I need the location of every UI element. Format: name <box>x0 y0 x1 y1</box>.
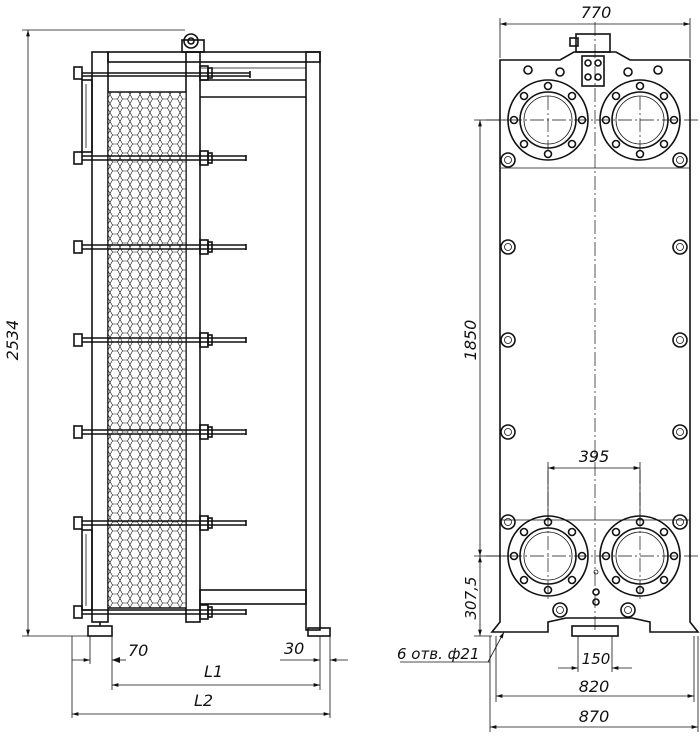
lifting-bracket <box>575 33 611 53</box>
dim-307-5: 307,5 <box>462 556 492 637</box>
front-plate <box>91 51 109 623</box>
holes-note: 6 отв. ф21 <box>397 631 505 663</box>
dim-height-2534: 2534 <box>3 29 185 637</box>
top-guide-bar <box>107 51 321 63</box>
rear-foot <box>307 627 331 637</box>
dim-label-820: 820 <box>579 677 610 696</box>
dim-870: 870 <box>489 636 699 732</box>
dim-label-770: 770 <box>581 3 612 22</box>
upper-nozzle-flange <box>81 79 93 153</box>
holes-note-label: 6 отв. ф21 <box>397 645 480 663</box>
flange-bottom-right <box>599 515 681 597</box>
dim-l2: L2 <box>71 636 331 718</box>
tie-bolt <box>73 604 247 620</box>
lifting-eye <box>181 33 205 53</box>
tie-bolt <box>73 424 247 440</box>
dim-30: 30 <box>280 636 348 664</box>
edge-bolts <box>500 152 688 618</box>
tie-bolt <box>73 515 247 531</box>
bottom-foot <box>571 625 619 637</box>
dim-150: 150 <box>558 636 632 672</box>
rear-column <box>305 51 321 631</box>
dim-395: 395 <box>547 447 641 520</box>
side-view: 2534 70 30 L1 <box>3 29 348 718</box>
pressure-plate <box>185 51 201 623</box>
dim-770: 770 <box>499 3 691 58</box>
flange-top-right <box>599 79 681 161</box>
tie-bolt <box>73 239 247 255</box>
dim-label-70: 70 <box>128 641 148 660</box>
tie-bolt <box>73 332 247 348</box>
plate-pack <box>107 91 187 609</box>
tie-bolt <box>73 150 247 166</box>
bracket-block <box>581 55 605 87</box>
dim-70: 70 <box>72 636 148 664</box>
dim-label-2534: 2534 <box>3 320 22 361</box>
bottom-guide-bar <box>199 589 307 605</box>
tie-bolt <box>73 65 251 81</box>
dim-label-150: 150 <box>582 650 611 668</box>
front-view: 770 1850 395 307,5 6 отв. ф21 <box>397 3 700 732</box>
dim-label-395: 395 <box>579 447 610 466</box>
dim-label-l1: L1 <box>204 662 223 681</box>
dim-label-307-5: 307,5 <box>462 577 480 620</box>
dim-820: 820 <box>495 636 695 702</box>
front-foot <box>87 625 113 637</box>
dim-label-870: 870 <box>579 707 610 726</box>
dim-l1: L1 <box>111 662 321 690</box>
lower-nozzle-flange <box>81 529 93 611</box>
tie-bolts <box>73 65 251 620</box>
dim-label-l2: L2 <box>194 691 213 710</box>
dim-label-30: 30 <box>284 639 304 658</box>
dim-label-1850: 1850 <box>461 320 480 361</box>
